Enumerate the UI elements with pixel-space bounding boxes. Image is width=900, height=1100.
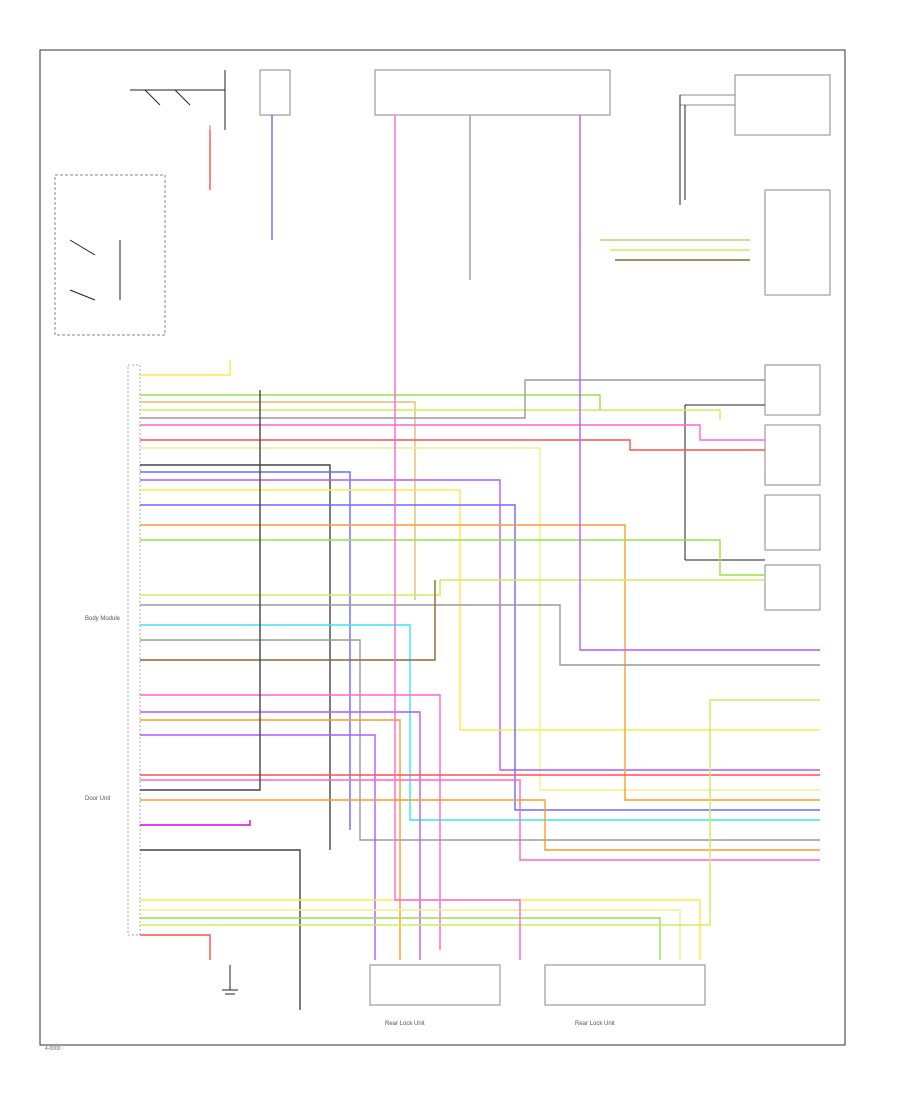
wire-tan-1 <box>140 401 416 600</box>
right-relay-block <box>679 74 831 205</box>
bottom-mid-label: Rear Lock Unit <box>385 1021 425 1027</box>
fuse-box-1 <box>259 69 291 116</box>
wire-red-3 <box>140 934 211 960</box>
right-multi-unit <box>764 189 831 296</box>
wire-violet-3 <box>140 734 376 960</box>
wire-lime-3 <box>140 699 820 926</box>
wire-group <box>140 115 820 1010</box>
wire-magenta-1 <box>140 820 251 826</box>
wire-yellow-2 <box>140 489 820 731</box>
bottom-mid-module <box>369 964 501 1006</box>
feed-violet <box>579 115 820 651</box>
wire-gray-1 <box>140 379 765 419</box>
wire-gray-2 <box>140 604 820 666</box>
wire-lightyellow-1 <box>140 447 820 791</box>
wire-pink-2 <box>140 694 441 950</box>
wire-dark-3 <box>140 849 301 1010</box>
main-module-connector <box>127 364 141 936</box>
wire-orange-2 <box>140 719 401 960</box>
wire-red-1 <box>140 439 765 451</box>
bottom-right-label: Rear Lock Unit <box>575 1021 615 1027</box>
wire-violet-1 <box>140 479 820 771</box>
wire-lightyellow-2 <box>140 909 681 960</box>
ground-symbol <box>222 965 238 995</box>
wire-pink-1 <box>140 424 765 441</box>
wire-blue-1 <box>140 471 351 830</box>
wire-dark-1 <box>140 464 331 850</box>
page-code: 4-0000 <box>45 1046 61 1052</box>
wire-violet-2 <box>140 711 421 960</box>
wire-lime-2 <box>140 579 765 596</box>
wire-cyan-1 <box>140 624 820 821</box>
wire-yellow-1 <box>140 360 231 376</box>
central-lock-unit <box>54 174 166 336</box>
wire-orange-1 <box>140 524 820 801</box>
wire-green-1 <box>140 394 601 410</box>
wire-orange-3 <box>140 799 820 851</box>
wire-brown-1 <box>140 580 436 661</box>
fuse-box-2 <box>374 69 611 116</box>
wire-pink-3 <box>140 779 820 861</box>
diagram-frame <box>39 49 846 1046</box>
wire-yellow-3 <box>140 899 701 960</box>
ignition-switch-block <box>130 70 226 160</box>
wire-blue-2 <box>140 504 820 811</box>
main-module-label: Body Module <box>85 616 121 622</box>
wire-dark-2 <box>140 390 261 791</box>
wire-green-2 <box>140 539 765 576</box>
wire-lime-1 <box>140 409 721 420</box>
wire-gray-3 <box>140 639 820 841</box>
wire-green-3 <box>140 917 661 960</box>
door-unit-label: Door Unit <box>85 796 111 802</box>
bottom-right-module <box>544 964 706 1006</box>
feed-pink <box>394 115 521 960</box>
right-switch-blocks <box>684 364 821 611</box>
